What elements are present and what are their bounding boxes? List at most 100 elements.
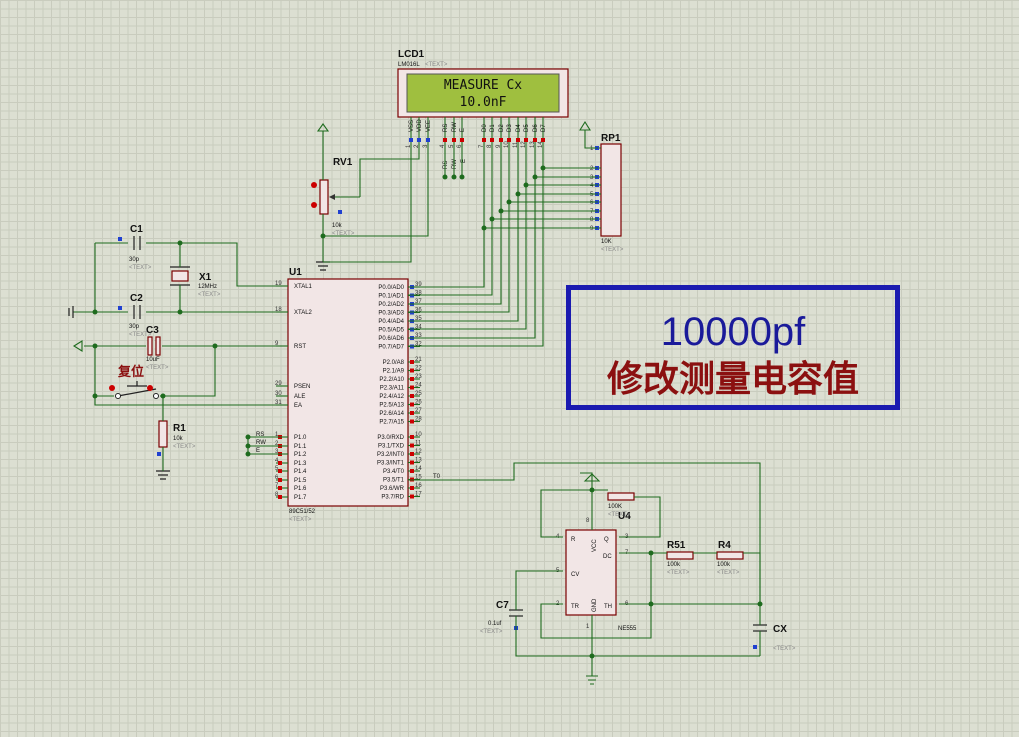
r51[interactable]: R51 100k <TEXT> bbox=[666, 540, 694, 576]
lcd1[interactable]: MEASURE Cx 10.0nF LCD1 LM016L <TEXT> VSS… bbox=[397, 49, 569, 150]
reset-button[interactable]: 复位 bbox=[109, 364, 159, 399]
u1-right-pin-marker bbox=[410, 460, 414, 465]
u1-right-pin-name: P0.4/AD4 bbox=[378, 319, 404, 325]
u1-right-pin-marker bbox=[410, 377, 414, 381]
annotation-value: 10000pf bbox=[660, 310, 806, 354]
u1-right-pin-number: 24 bbox=[415, 383, 422, 389]
junctions bbox=[92, 165, 763, 659]
rv1-ref: RV1 bbox=[333, 157, 353, 168]
u1-left-pin-name: P1.3 bbox=[294, 461, 307, 467]
u4[interactable]: U4 NE555 R CV TR Q DC TH VCC GND 4 5 2 3… bbox=[556, 511, 637, 632]
lcd-pin-marker bbox=[533, 138, 537, 142]
x1-value: 12MHz bbox=[198, 284, 217, 290]
lcd-pin-number: 5 bbox=[449, 144, 455, 148]
c3-ref: C3 bbox=[146, 325, 159, 336]
c3-text: <TEXT> bbox=[146, 365, 169, 371]
lcd-pin-marker bbox=[524, 138, 528, 142]
x1[interactable]: X1 12MHz <TEXT> bbox=[170, 266, 221, 298]
u1-right-pin-number: 35 bbox=[415, 316, 422, 322]
r1-ref: R1 bbox=[173, 423, 186, 434]
lcd-pin-name: VSS bbox=[409, 120, 415, 132]
u1-left-pin-marker bbox=[278, 478, 282, 482]
rp1-value: 10K bbox=[601, 239, 612, 245]
u1-left-pin-number: 31 bbox=[275, 400, 282, 406]
u1-left-pin-number: 3 bbox=[275, 449, 279, 455]
lcd-pin-name: D0 bbox=[482, 124, 488, 132]
c3[interactable]: C3 10uF <TEXT> bbox=[146, 325, 169, 371]
net-label-rs-lcd: RS bbox=[443, 161, 449, 169]
u4-pin-th: TH bbox=[604, 604, 612, 610]
rp1-pin-number: 8 bbox=[590, 217, 594, 223]
reset-label: 复位 bbox=[117, 364, 144, 380]
u1-left-pin-number: 6 bbox=[275, 475, 279, 481]
u1-right-pin-name: P0.3/AD3 bbox=[378, 311, 404, 317]
u1-left-pin-marker bbox=[278, 461, 282, 465]
lcd-pin-name: D2 bbox=[499, 124, 505, 132]
net-label-rw: RW bbox=[256, 440, 266, 446]
c2-ref: C2 bbox=[130, 293, 143, 304]
u1-right-pin-name: P3.0/RXD bbox=[377, 435, 404, 441]
u1-left-pin-name: XTAL2 bbox=[294, 310, 313, 316]
u1-right-pin-name: P0.2/AD2 bbox=[378, 302, 404, 308]
u1-left-pin-number: 19 bbox=[275, 281, 282, 287]
net-label-rs: RS bbox=[256, 432, 264, 438]
u1-right-pin-number: 39 bbox=[415, 282, 422, 288]
lcd-pin-number: 3 bbox=[423, 144, 429, 148]
lcd-pin-name: VEE bbox=[426, 120, 432, 132]
lcd-pin-name: E bbox=[460, 128, 466, 132]
u1-right-pin-number: 14 bbox=[415, 466, 422, 472]
u1-left-pin-number: 9 bbox=[275, 341, 279, 347]
lcd-pin-marker bbox=[516, 138, 520, 142]
u1-right-pin-number: 11 bbox=[415, 441, 422, 447]
u1-left-pin-name: EA bbox=[294, 403, 302, 409]
r4[interactable]: R4 100k <TEXT> bbox=[716, 540, 744, 576]
u1-right-pin-marker bbox=[410, 419, 414, 424]
c1-value: 30p bbox=[129, 257, 140, 263]
u1-right-pin-number: 36 bbox=[415, 308, 422, 314]
lcd-pin-marker bbox=[443, 138, 447, 142]
rv1[interactable]: RV1 10k <TEXT> bbox=[311, 123, 360, 271]
lcd-pin-number: 8 bbox=[487, 144, 493, 148]
lcd-pin-number: 13 bbox=[530, 141, 536, 148]
u4-part: NE555 bbox=[618, 626, 637, 632]
lcd-pin-marker bbox=[507, 138, 511, 142]
net-label-e-lcd: E bbox=[461, 159, 467, 163]
lcd-pin-marker bbox=[482, 138, 486, 142]
cx[interactable]: CX <TEXT> bbox=[753, 624, 796, 652]
u1[interactable]: U1 89C51/52 <TEXT> XTAL119XTAL218RST9PSE… bbox=[275, 267, 422, 523]
r51-value: 100k bbox=[667, 562, 681, 568]
u1-left-pin-number: 7 bbox=[275, 483, 279, 489]
u1-left-pin-number: 8 bbox=[275, 492, 279, 498]
u1-right-pin-name: P0.7/AD7 bbox=[378, 345, 404, 351]
u4-pin-tr: TR bbox=[571, 604, 580, 610]
u1-right-pin-number: 34 bbox=[415, 325, 422, 331]
r4-value: 100k bbox=[717, 562, 731, 568]
u1-left-pin-number: 4 bbox=[275, 458, 279, 464]
u1-right-pin-name: P3.2/INT0 bbox=[377, 452, 405, 458]
u1-right-pin-name: P0.6/AD6 bbox=[378, 336, 404, 342]
u1-left-pin-name: P1.7 bbox=[294, 495, 307, 501]
c1[interactable]: C1 30p <TEXT> bbox=[118, 224, 152, 271]
u1-right-pin-name: P2.1/A9 bbox=[383, 369, 405, 375]
u1-left-pin-name: P1.0 bbox=[294, 435, 307, 441]
r2[interactable]: 100K <TEXT> bbox=[607, 492, 635, 518]
lcd-pin-number: 9 bbox=[496, 144, 502, 148]
u1-right-pin-name: P3.6/WR bbox=[380, 486, 405, 492]
u1-left-pin-marker bbox=[278, 495, 282, 499]
u1-text: <TEXT> bbox=[289, 517, 312, 523]
rp1-pin-number: 9 bbox=[590, 226, 594, 232]
lcd-pin-number: 7 bbox=[479, 144, 485, 148]
x1-text: <TEXT> bbox=[198, 292, 221, 298]
lcd-pin-marker bbox=[409, 138, 413, 142]
c7-value: 0.1uf bbox=[488, 621, 502, 627]
c2[interactable]: C2 30p <TEXT> bbox=[118, 293, 152, 338]
u1-left-pin-marker bbox=[278, 486, 282, 490]
c3-value: 10uF bbox=[146, 357, 160, 363]
rp1-pin-number: 3 bbox=[590, 175, 594, 181]
lcd-pin-number: 6 bbox=[457, 144, 463, 148]
u1-left-pin-name: P1.4 bbox=[294, 469, 307, 475]
u1-right-pin-number: 13 bbox=[415, 458, 422, 464]
r1[interactable]: R1 10k <TEXT> bbox=[156, 420, 196, 480]
